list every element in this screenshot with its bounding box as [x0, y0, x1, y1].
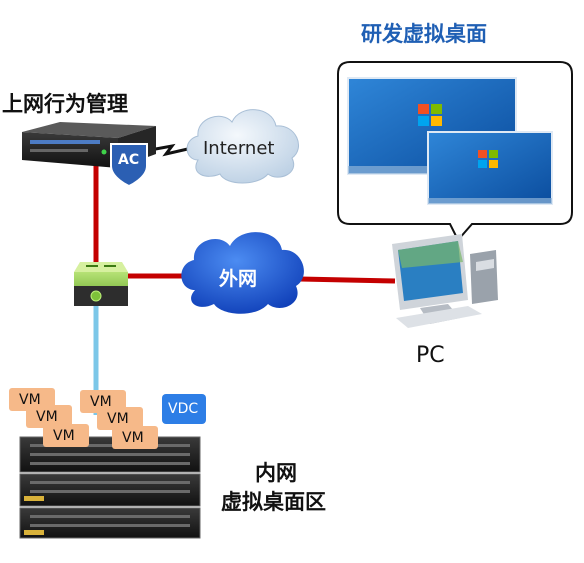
- vm-tag: VM: [90, 394, 112, 410]
- vm-tag: VM: [19, 392, 41, 408]
- vm-tag: VM: [36, 409, 58, 425]
- rd-desktop-bubble: [337, 61, 573, 242]
- internet-cloud: [186, 109, 299, 184]
- wan-cloud: [181, 232, 304, 314]
- vm-tag: VM: [107, 411, 129, 427]
- vdc-label: VDC: [168, 401, 199, 417]
- ac-shield-icon: [110, 143, 148, 188]
- desktop-pc-icon: [392, 234, 498, 328]
- switch-icon: [74, 262, 128, 306]
- gateway-label: 上网行为管理: [2, 92, 128, 116]
- intranet-desktop-label: 虚拟桌面区: [221, 490, 326, 514]
- vm-tags: [9, 388, 206, 449]
- link-wan-pc: [299, 276, 396, 284]
- vm-tag: VM: [122, 430, 144, 446]
- pc-label: PC: [416, 343, 445, 368]
- ac-badge-label: AC: [118, 152, 140, 168]
- wan-label: 外网: [219, 268, 258, 290]
- ac-gateway-icon: [22, 122, 156, 188]
- vm-tag: VM: [53, 428, 75, 444]
- windows-desktop-icon: [427, 131, 553, 205]
- intranet-label: 内网: [255, 461, 297, 485]
- internet-label: Internet: [203, 138, 275, 159]
- server-rack-icon: [19, 436, 201, 539]
- rd-desktop-title: 研发虚拟桌面: [361, 22, 487, 46]
- link-lightning: [149, 143, 193, 157]
